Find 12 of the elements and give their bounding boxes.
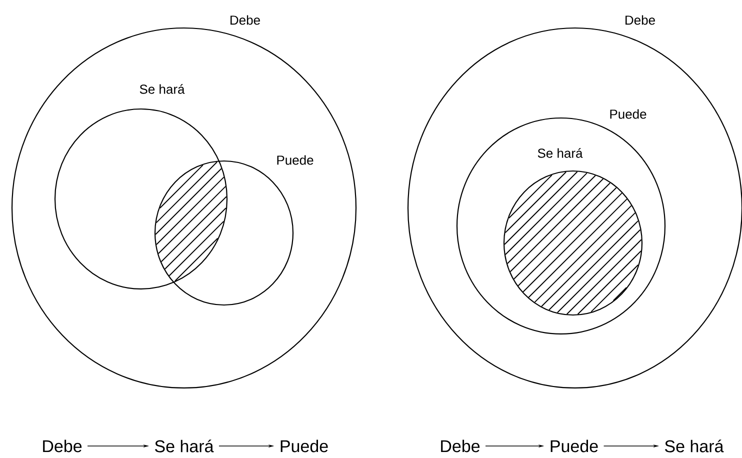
- term-label: Debe: [441, 440, 480, 452]
- node-label: Puede: [610, 109, 646, 119]
- node-label: Debe: [230, 15, 260, 25]
- node-label: Se hará: [140, 84, 185, 94]
- node-label: Puede: [277, 155, 314, 165]
- term-label: Puede: [550, 440, 598, 452]
- term-label: Se hará: [155, 440, 214, 452]
- term-label: Debe: [43, 440, 82, 452]
- node-label: Debe: [626, 15, 655, 25]
- term-label: Puede: [280, 440, 328, 452]
- node-label: Se hará: [538, 148, 583, 158]
- term-label: Se hará: [665, 440, 724, 452]
